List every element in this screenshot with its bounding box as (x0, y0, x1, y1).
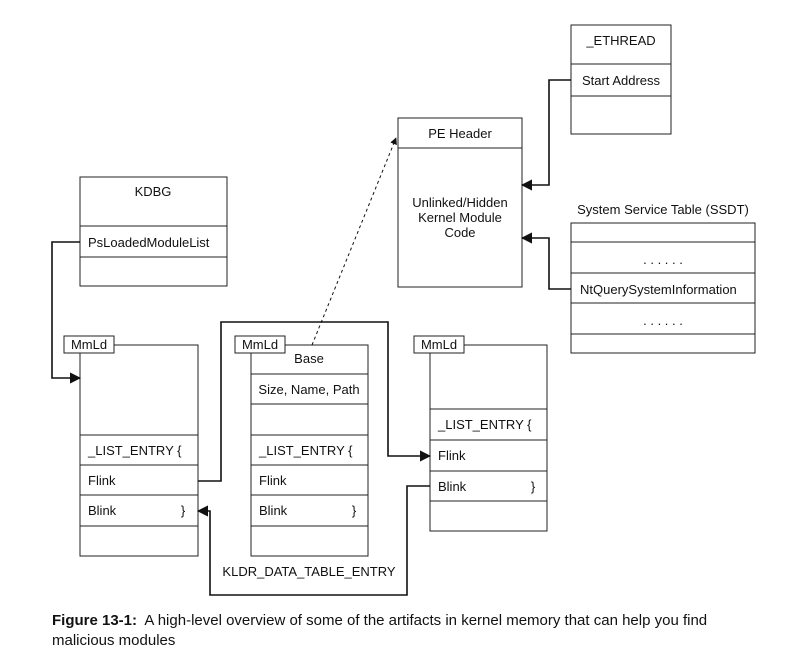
arrow-kdbg-to-left-entry (51, 241, 82, 384)
ldr-entry-middle-brace: } (352, 503, 357, 518)
ldr-entry-left-blink: Blink (88, 503, 117, 518)
kdbg-structure: KDBG PsLoadedModuleList (79, 176, 228, 287)
ssdt-ellipsis-1: . . . . . . (643, 252, 683, 267)
ldr-entry-right-blink: Blink (438, 479, 467, 494)
ssdt-ellipsis-2: . . . . . . (643, 313, 683, 328)
ldr-entry-right-tag: MmLd (421, 337, 457, 352)
kernel-memory-diagram: _ETHREAD Start Address PE Header Unlinke… (51, 24, 756, 596)
ethread-start-address: Start Address (582, 73, 661, 88)
ethread-title: _ETHREAD (585, 33, 655, 48)
ldr-entry-middle-blink: Blink (259, 503, 288, 518)
ldr-entry-left-tag: MmLd (71, 337, 107, 352)
ldr-entry-middle-tag: MmLd (242, 337, 278, 352)
arrow-right-blink-to-left-blink (196, 485, 430, 596)
ldr-entry-left: MmLd _LIST_ENTRY { Flink Blink } (63, 335, 199, 557)
kdbg-module-list: PsLoadedModuleList (88, 235, 210, 250)
ldr-entry-middle-flink: Flink (259, 473, 287, 488)
ethread-structure: _ETHREAD Start Address (570, 24, 672, 135)
arrow-left-flink-to-right-flink (198, 321, 432, 482)
ldr-entry-middle: MmLd Base Size, Name, Path _LIST_ENTRY {… (234, 335, 369, 557)
kdbg-title: KDBG (135, 184, 172, 199)
pe-header-label: PE Header (428, 126, 492, 141)
module-code-line-2: Kernel Module (418, 210, 502, 225)
arrow-start-address-to-module (520, 79, 571, 191)
ssdt-title: System Service Table (SSDT) (577, 202, 749, 217)
arrow-base-to-pe-header (311, 137, 397, 346)
ldr-entry-left-brace: } (181, 503, 186, 518)
ldr-entry-right-list-entry: _LIST_ENTRY { (437, 417, 532, 432)
ldr-entry-middle-list-entry: _LIST_ENTRY { (258, 443, 353, 458)
kldr-data-table-entry-label: KLDR_DATA_TABLE_ENTRY (222, 564, 395, 579)
ldr-entry-right: MmLd _LIST_ENTRY { Flink Blink } (413, 335, 548, 532)
hidden-module-box: PE Header Unlinked/Hidden Kernel Module … (397, 117, 523, 288)
ldr-entry-left-flink: Flink (88, 473, 116, 488)
ldr-entry-left-list-entry: _LIST_ENTRY { (87, 443, 182, 458)
module-code-line-3: Code (444, 225, 475, 240)
figure-caption-label: Figure 13-1: (52, 612, 138, 629)
ldr-entry-right-flink: Flink (438, 448, 466, 463)
arrow-ssdt-to-module (520, 232, 571, 290)
ldr-entry-middle-base: Base (294, 351, 324, 366)
ldr-entry-middle-size-name-path: Size, Name, Path (258, 382, 359, 397)
ssdt-ntquery-entry: NtQuerySystemInformation (580, 282, 737, 297)
ssdt-table: System Service Table (SSDT) . . . . . . … (570, 202, 756, 354)
figure-caption: Figure 13-1: A high-level overview of so… (52, 611, 772, 651)
ldr-entry-right-brace: } (531, 479, 536, 494)
module-code-line-1: Unlinked/Hidden (412, 195, 507, 210)
figure-caption-text: A high-level overview of some of the art… (52, 612, 708, 649)
